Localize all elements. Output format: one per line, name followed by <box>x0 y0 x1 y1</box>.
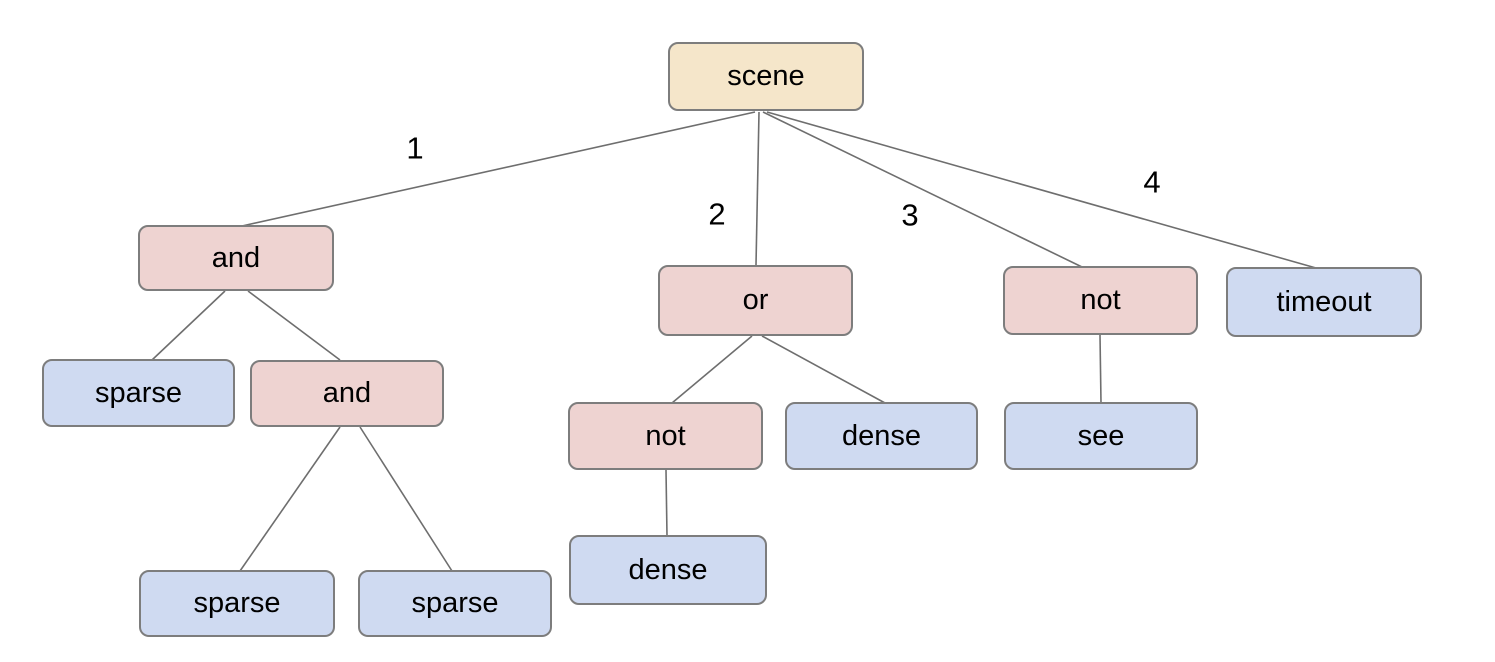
edge-scene-not-1 <box>762 111 1083 268</box>
node-sparse-3: sparse <box>358 570 552 637</box>
node-and-1: and <box>138 225 334 291</box>
edge-scene-or-1 <box>755 111 760 266</box>
node-sparse-2: sparse <box>139 570 335 637</box>
edge-or-1-not-2 <box>671 335 753 404</box>
edge-and-1-sparse-1 <box>151 290 226 361</box>
node-not-1: not <box>1003 266 1198 335</box>
edge-label-4: 4 <box>1143 164 1161 200</box>
edge-scene-and-1 <box>241 111 756 227</box>
edge-not-2-dense-2 <box>665 469 668 537</box>
edge-label-1: 1 <box>406 130 424 166</box>
node-dense-2: dense <box>569 535 767 605</box>
edge-and-1-and-2 <box>247 290 341 361</box>
node-not-2: not <box>568 402 763 470</box>
edge-not-1-see-1 <box>1099 334 1102 404</box>
edge-scene-timeout-1 <box>766 111 1317 269</box>
node-or-1: or <box>658 265 853 336</box>
node-sparse-1: sparse <box>42 359 235 427</box>
node-timeout-1: timeout <box>1226 267 1422 337</box>
edge-label-2: 2 <box>708 196 726 232</box>
edge-and-2-sparse-2 <box>239 426 341 572</box>
edge-and-2-sparse-3 <box>359 426 453 572</box>
edge-label-3: 3 <box>901 197 919 233</box>
edge-or-1-dense-1 <box>761 335 886 404</box>
node-dense-1: dense <box>785 402 978 470</box>
node-and-2: and <box>250 360 444 427</box>
node-see-1: see <box>1004 402 1198 470</box>
node-scene: scene <box>668 42 864 111</box>
